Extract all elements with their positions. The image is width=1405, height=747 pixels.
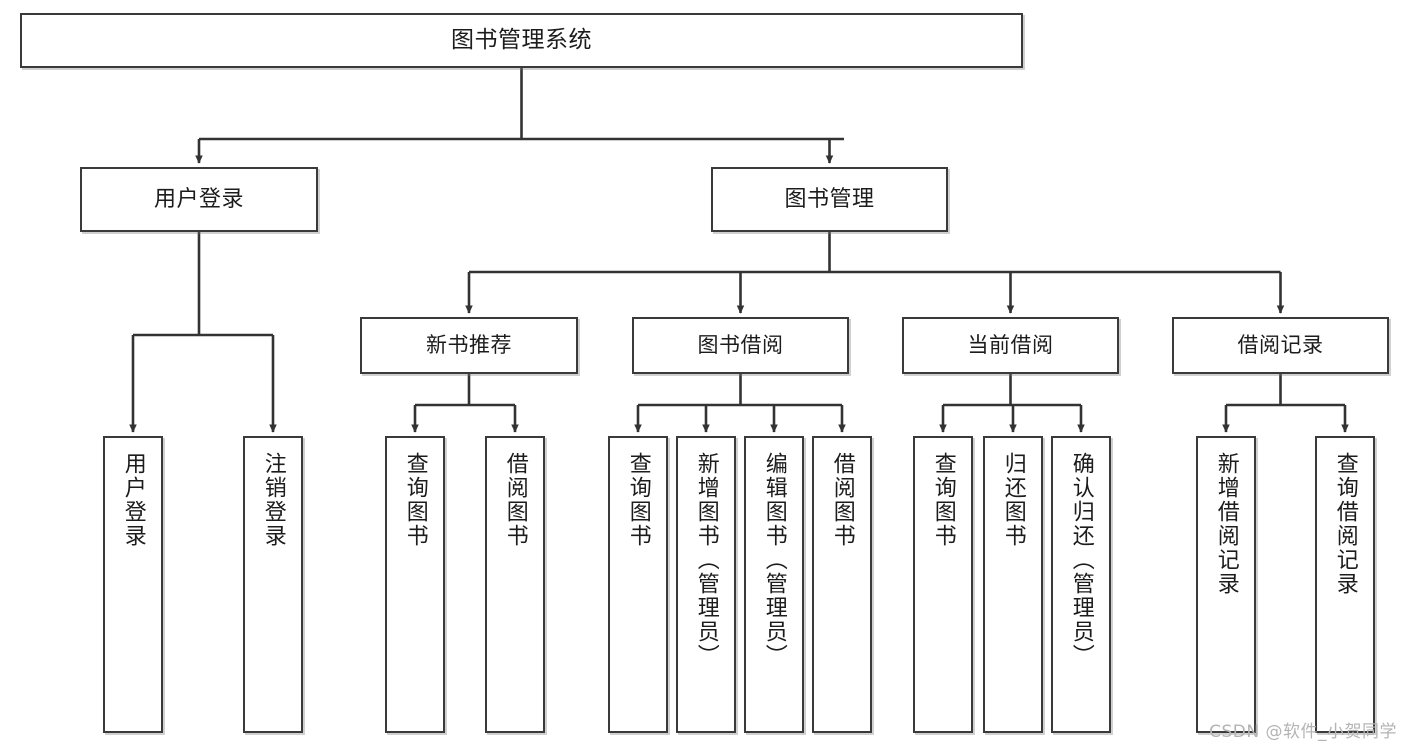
node-label: 确认归还（管理员） xyxy=(1068,452,1094,668)
node-label: 查询图书 xyxy=(930,452,956,548)
node-leaf-add-borrow-record[interactable]: 新增借阅记录 xyxy=(1196,436,1256,733)
node-user-login[interactable]: 用户登录 xyxy=(80,167,318,232)
node-label: 新增图书（管理员） xyxy=(693,452,719,668)
node-label: 图书管理系统 xyxy=(451,26,592,53)
node-leaf-query-book-borrow[interactable]: 查询图书 xyxy=(608,436,668,733)
node-label: 查询图书 xyxy=(402,452,428,548)
node-label: 借阅记录 xyxy=(1237,333,1324,358)
node-leaf-add-book-admin[interactable]: 新增图书（管理员） xyxy=(676,436,736,733)
node-label: 编辑图书（管理员） xyxy=(761,452,787,668)
node-leaf-query-book-current[interactable]: 查询图书 xyxy=(913,436,973,733)
node-leaf-borrow-book-rec[interactable]: 借阅图书 xyxy=(485,436,545,733)
node-label: 借阅图书 xyxy=(829,452,855,548)
node-label: 查询借阅记录 xyxy=(1332,452,1358,596)
node-label: 新增借阅记录 xyxy=(1213,452,1239,596)
node-book-management[interactable]: 图书管理 xyxy=(711,167,948,232)
node-leaf-edit-book-admin[interactable]: 编辑图书（管理员） xyxy=(744,436,804,733)
node-label: 新书推荐 xyxy=(426,333,512,358)
node-book-borrow[interactable]: 图书借阅 xyxy=(632,317,849,374)
node-new-book-recommend[interactable]: 新书推荐 xyxy=(360,317,578,374)
node-label: 用户登录 xyxy=(120,452,146,548)
node-leaf-query-book-rec[interactable]: 查询图书 xyxy=(385,436,445,733)
node-label: 图书借阅 xyxy=(697,333,784,358)
node-label: 当前借阅 xyxy=(967,333,1054,358)
node-label: 注销登录 xyxy=(260,452,286,548)
node-root-system[interactable]: 图书管理系统 xyxy=(20,13,1023,68)
node-label: 归还图书 xyxy=(1000,452,1026,548)
node-leaf-user-login[interactable]: 用户登录 xyxy=(103,436,163,733)
node-leaf-borrow-book[interactable]: 借阅图书 xyxy=(812,436,872,733)
node-label: 用户登录 xyxy=(153,186,244,212)
node-leaf-logout-login[interactable]: 注销登录 xyxy=(243,436,303,733)
node-label: 查询图书 xyxy=(625,452,651,548)
node-leaf-query-borrow-record[interactable]: 查询借阅记录 xyxy=(1315,436,1375,733)
node-label: 图书管理 xyxy=(784,186,875,212)
node-borrow-record[interactable]: 借阅记录 xyxy=(1172,317,1389,374)
node-leaf-confirm-return-admin[interactable]: 确认归还（管理员） xyxy=(1051,436,1111,733)
node-label: 借阅图书 xyxy=(502,452,528,548)
node-leaf-return-book[interactable]: 归还图书 xyxy=(983,436,1043,733)
node-current-borrow[interactable]: 当前借阅 xyxy=(902,317,1119,374)
